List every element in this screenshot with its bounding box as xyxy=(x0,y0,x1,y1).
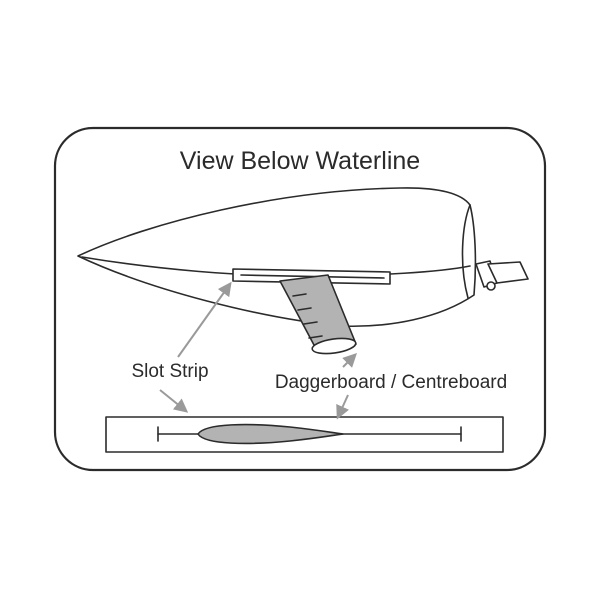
rudder xyxy=(475,260,529,291)
daggerboard-label: Daggerboard / Centreboard xyxy=(275,372,507,393)
slot-strip-label: Slot Strip xyxy=(131,361,208,382)
daggerboard-arrows xyxy=(336,353,357,420)
daggerboard-foil-plan-view xyxy=(197,423,344,445)
hull xyxy=(77,187,477,328)
slot-strip-arrows xyxy=(159,281,232,413)
diagram-title: View Below Waterline xyxy=(180,147,420,175)
daggerboard-side-view xyxy=(279,274,357,355)
